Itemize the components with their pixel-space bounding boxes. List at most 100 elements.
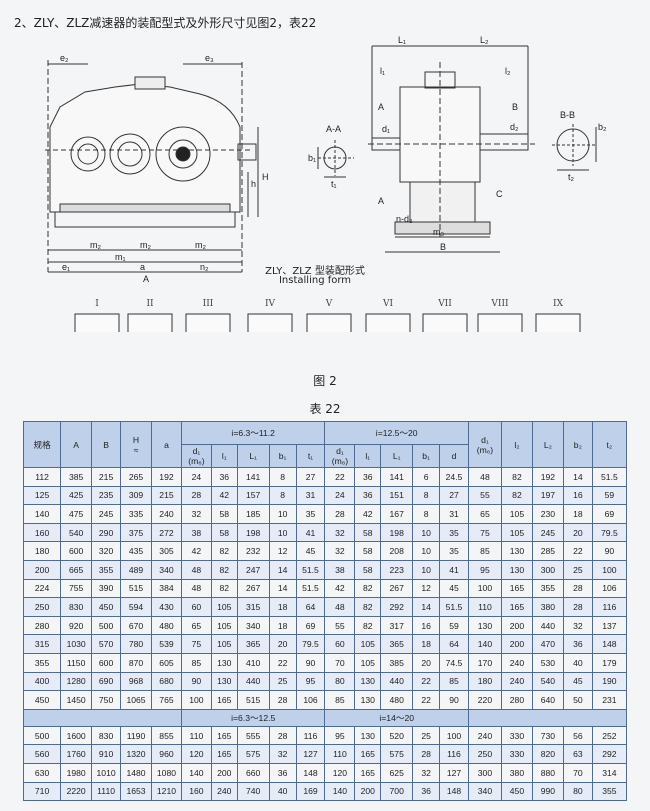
label-m2-b: m₂ [140, 240, 151, 250]
table-cell: 48 [180, 559, 212, 580]
table-cell: 28 [268, 690, 297, 710]
table-cell: 314 [591, 762, 628, 783]
form-label-9: IX [553, 299, 564, 309]
table-cell: 16 [412, 615, 441, 636]
table-cell: 90 [439, 690, 469, 710]
table-cell: 1480 [120, 762, 152, 783]
table-cell: 160 [22, 522, 62, 543]
table-cell: 48 [324, 597, 356, 617]
table-cell: 130 [500, 559, 533, 580]
table-cell: 58 [210, 522, 238, 543]
label-b2: b₂ [598, 122, 607, 132]
table-cell: 105 [500, 522, 533, 543]
col-d1-out: d₁(m₆) [467, 421, 502, 468]
table-cell: 36 [354, 485, 382, 506]
form-label-8: VIII [490, 299, 509, 309]
table-cell: 1600 [60, 725, 93, 746]
table-cell: 48 [180, 578, 212, 599]
table-cell: 35 [439, 522, 469, 543]
table-cell: 130 [354, 690, 382, 710]
table-cell: 280 [500, 690, 533, 710]
table-cell: 385 [380, 652, 414, 673]
label-t2: t₂ [568, 172, 575, 182]
table-cell: 190 [591, 671, 628, 692]
table-cell: 355 [531, 578, 564, 599]
table-cell: 265 [120, 467, 152, 487]
label-C: C [496, 189, 503, 199]
table-cell: 20 [268, 634, 297, 654]
table-cell: 600 [60, 541, 93, 561]
table-cell: 120 [180, 744, 212, 764]
table-cell: 137 [591, 615, 628, 636]
col-b2: b₂ [562, 421, 593, 468]
table-cell: 450 [91, 597, 122, 617]
table-cell: 365 [236, 634, 270, 654]
table-cell: 95 [467, 559, 502, 580]
table-cell: 25 [268, 671, 297, 692]
table-cell: 520 [380, 725, 414, 746]
table-cell: 1760 [60, 744, 93, 764]
table-cell: 28 [562, 597, 593, 617]
table-cell: 141 [236, 467, 270, 487]
table-cell: 700 [380, 781, 414, 802]
table-cell: 198 [236, 522, 270, 543]
table-cell: 151 [380, 485, 414, 506]
table-cell: 165 [210, 690, 238, 710]
label-m2-c: m₂ [195, 240, 206, 250]
table-cell: 200 [210, 762, 238, 783]
label-B-side: B [512, 102, 518, 112]
table-cell: 330 [500, 725, 533, 746]
table-cell: 1210 [151, 781, 182, 802]
table-cell: 100 [591, 559, 628, 580]
table-cell: 130 [210, 671, 238, 692]
label-H: H [262, 172, 269, 182]
table-cell: 116 [439, 744, 469, 764]
form-label-5: V [325, 299, 333, 309]
table-cell: 18 [268, 597, 297, 617]
table-cell: 90 [295, 652, 326, 673]
table-cell: 340 [151, 559, 182, 580]
band-blank [23, 708, 182, 727]
table-cell: 755 [60, 578, 93, 599]
band-ratio-1: i=6.3～12.5 [180, 708, 326, 727]
table-cell: 170 [467, 652, 502, 673]
table-cell: 85 [180, 652, 212, 673]
table-cell: 300 [531, 559, 564, 580]
label-d2: d₂ [510, 122, 519, 132]
table-cell: 106 [591, 578, 628, 599]
table-cell: 90 [591, 541, 628, 561]
table-cell: 116 [591, 597, 628, 617]
form-label-1: I [95, 299, 99, 309]
table-cell: 141 [380, 467, 414, 487]
group-ratio-2: i=12.5～20 [324, 421, 469, 445]
table-cell: 82 [500, 467, 533, 487]
table-cell: 12 [268, 541, 297, 561]
table-cell: 215 [91, 467, 122, 487]
table-cell: 750 [91, 690, 122, 710]
table-cell: 70 [324, 652, 356, 673]
table-cell: 820 [531, 744, 564, 764]
table-cell: 240 [467, 725, 502, 746]
table-cell: 208 [380, 541, 414, 561]
table-cell: 110 [180, 725, 212, 746]
table-cell: 185 [236, 504, 270, 524]
label-t1: t₁ [331, 179, 337, 189]
table-cell: 75 [467, 522, 502, 543]
col-t1: t₁ [295, 444, 326, 468]
table-cell: 285 [531, 541, 564, 561]
table-cell: 60 [180, 597, 212, 617]
table-cell: 125 [22, 485, 62, 506]
col-b1: b₁ [268, 444, 297, 468]
col-L1-b: L₁ [380, 444, 414, 468]
table-cell: 335 [120, 504, 152, 524]
table-cell: 59 [439, 615, 469, 636]
label-A: A [143, 274, 149, 284]
table-cell: 32 [562, 615, 593, 636]
table-cell: 960 [151, 744, 182, 764]
table-cell: 106 [295, 690, 326, 710]
table-cell: 10 [412, 559, 441, 580]
